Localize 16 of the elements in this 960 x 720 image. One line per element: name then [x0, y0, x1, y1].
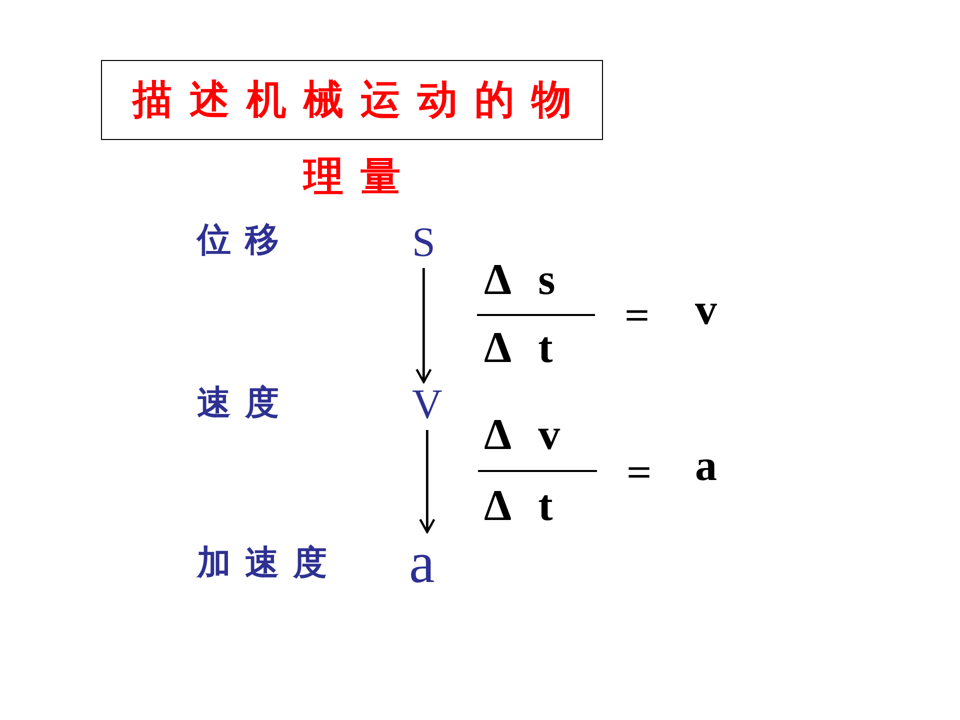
- quantity-name: 加速度: [197, 546, 341, 580]
- quantity-name: 速度: [197, 386, 293, 420]
- quantity-name: 位移: [197, 223, 293, 257]
- fraction-denominator: Δ t: [484, 484, 553, 528]
- equals-sign: ＝: [617, 294, 657, 334]
- arrow: [416, 268, 432, 384]
- fraction-numerator: Δ s: [484, 258, 556, 302]
- fraction-numerator: Δ v: [484, 413, 560, 457]
- result-symbol: a: [695, 444, 717, 488]
- equals-sign: ＝: [619, 451, 659, 491]
- quantity-symbol: V: [412, 384, 442, 426]
- fraction-denominator: Δ t: [484, 326, 553, 370]
- quantity-symbol: S: [412, 222, 436, 264]
- arrow: [419, 430, 436, 534]
- quantity-symbol: a: [409, 534, 435, 592]
- result-symbol: v: [695, 288, 717, 332]
